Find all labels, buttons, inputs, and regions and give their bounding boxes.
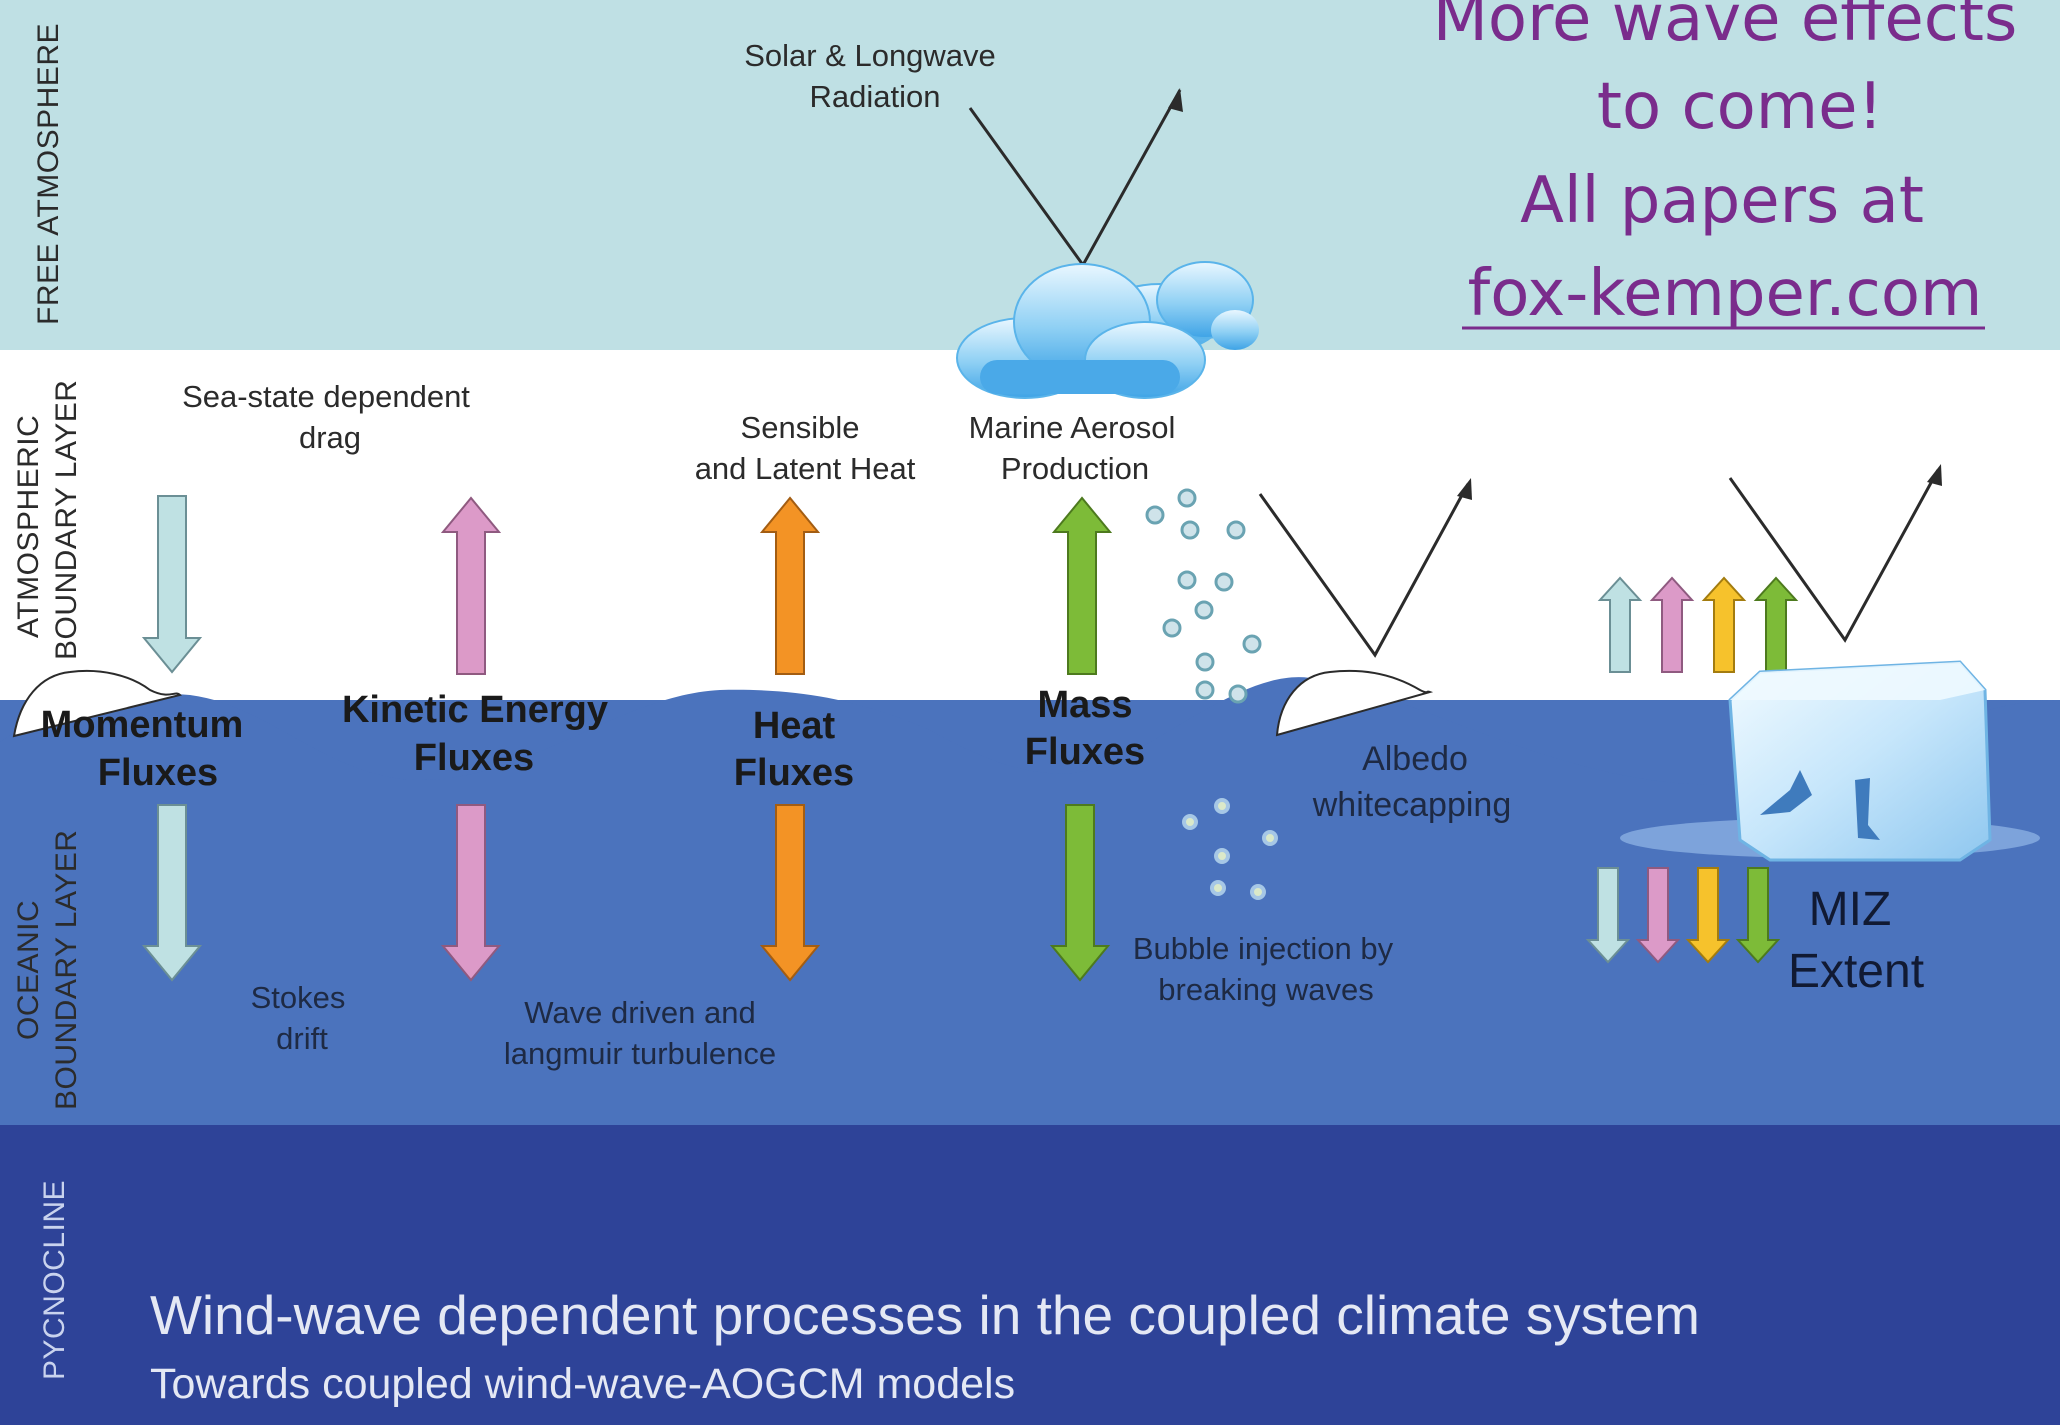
note-link[interactable]: fox-kemper.com <box>1468 257 1983 331</box>
aerosol-label-2: Production <box>1001 451 1149 486</box>
momentum-flux-label-2: Fluxes <box>98 752 218 794</box>
miz-label-2: Extent <box>1788 945 1924 998</box>
mass-flux-label-1: Mass <box>1037 684 1132 726</box>
sea-ice-block-icon <box>1620 660 2040 862</box>
sensible-heat-label-1: Sensible <box>741 410 860 445</box>
diagram-subtitle: Towards coupled wind-wave-AOGCM models <box>150 1360 1015 1408</box>
whitecap-left <box>12 669 182 738</box>
ocean-bubbles <box>1182 798 1278 900</box>
sensible-heat-label-2: and Latent Heat <box>695 451 916 486</box>
langmuir-label-1: Wave driven and <box>524 995 755 1030</box>
albedo-label-1: Albedo <box>1362 740 1468 778</box>
pycnocline-band <box>0 1122 2060 1425</box>
mass-up-arrow-air <box>1051 496 1113 675</box>
label-oceanic-boundary-1: OCEANIC <box>12 900 45 1040</box>
aerosol-label-1: Marine Aerosol <box>969 410 1176 445</box>
label-oceanic-boundary-2: BOUNDARY LAYER <box>50 830 83 1110</box>
heat-down-arrow-ocean <box>759 804 821 982</box>
cloud-icon <box>956 261 1259 399</box>
radiation-label-2: Radiation <box>810 79 941 114</box>
momentum-down-arrow-air <box>141 495 203 674</box>
layer-labels: FREE ATMOSPHERE ATMOSPHERIC BOUNDARY LAY… <box>12 23 83 1380</box>
label-atmospheric-boundary-1: ATMOSPHERIC <box>12 415 45 638</box>
sea-surface-wave <box>0 677 2060 1125</box>
stokes-label-2: drift <box>276 1021 328 1056</box>
albedo-ray <box>1258 478 1472 658</box>
atmospheric-boundary-band <box>0 350 2060 750</box>
label-atmospheric-boundary-2: BOUNDARY LAYER <box>50 380 83 660</box>
albedo-label-2: whitecapping <box>1312 786 1511 824</box>
momentum-flux-label-1: Momentum <box>41 704 244 746</box>
momentum-down-arrow-ocean <box>141 804 203 982</box>
bubble-label-2: breaking waves <box>1158 972 1373 1007</box>
mass-flux-label-2: Fluxes <box>1025 731 1145 773</box>
heat-flux-label-1: Heat <box>753 705 836 747</box>
drag-label-1: Sea-state dependent <box>182 379 470 414</box>
drag-label-2: drag <box>299 420 361 455</box>
note-line3: All papers at <box>1520 164 1924 238</box>
stokes-label-1: Stokes <box>251 980 346 1015</box>
langmuir-label-2: langmuir turbulence <box>504 1036 776 1071</box>
heat-up-arrow-air <box>759 496 821 675</box>
kinetic-down-arrow-ocean <box>440 804 502 982</box>
ice-flux-up-arrows <box>1597 576 1799 673</box>
ice-flux-down-arrows <box>1585 867 1781 964</box>
label-free-atmosphere: FREE ATMOSPHERE <box>32 23 65 325</box>
diagram-title: Wind-wave dependent processes in the cou… <box>150 1284 1700 1346</box>
label-pycnocline: PYCNOCLINE <box>38 1180 71 1380</box>
kinetic-flux-label-1: Kinetic Energy <box>342 689 608 731</box>
ice-albedo-ray <box>1728 464 1942 643</box>
heat-flux-label-2: Fluxes <box>734 752 854 794</box>
note-line1: More wave effects <box>1433 0 2018 56</box>
radiation-group: Solar & Longwave Radiation <box>744 38 1183 268</box>
miz-label-1: MIZ <box>1809 883 1892 936</box>
kinetic-up-arrow-air <box>440 496 502 675</box>
radiation-arrowhead <box>1168 88 1183 112</box>
mass-down-arrow-ocean <box>1049 804 1111 982</box>
radiation-label-1: Solar & Longwave <box>744 38 996 73</box>
note-line2: to come! <box>1597 70 1883 144</box>
kinetic-flux-label-2: Fluxes <box>414 737 534 779</box>
aerosol-droplets <box>1145 488 1262 704</box>
bubble-label-1: Bubble injection by <box>1133 931 1394 966</box>
wave-effects-note: More wave effects to come! All papers at… <box>1433 0 2018 331</box>
whitecap-right <box>1275 669 1434 737</box>
